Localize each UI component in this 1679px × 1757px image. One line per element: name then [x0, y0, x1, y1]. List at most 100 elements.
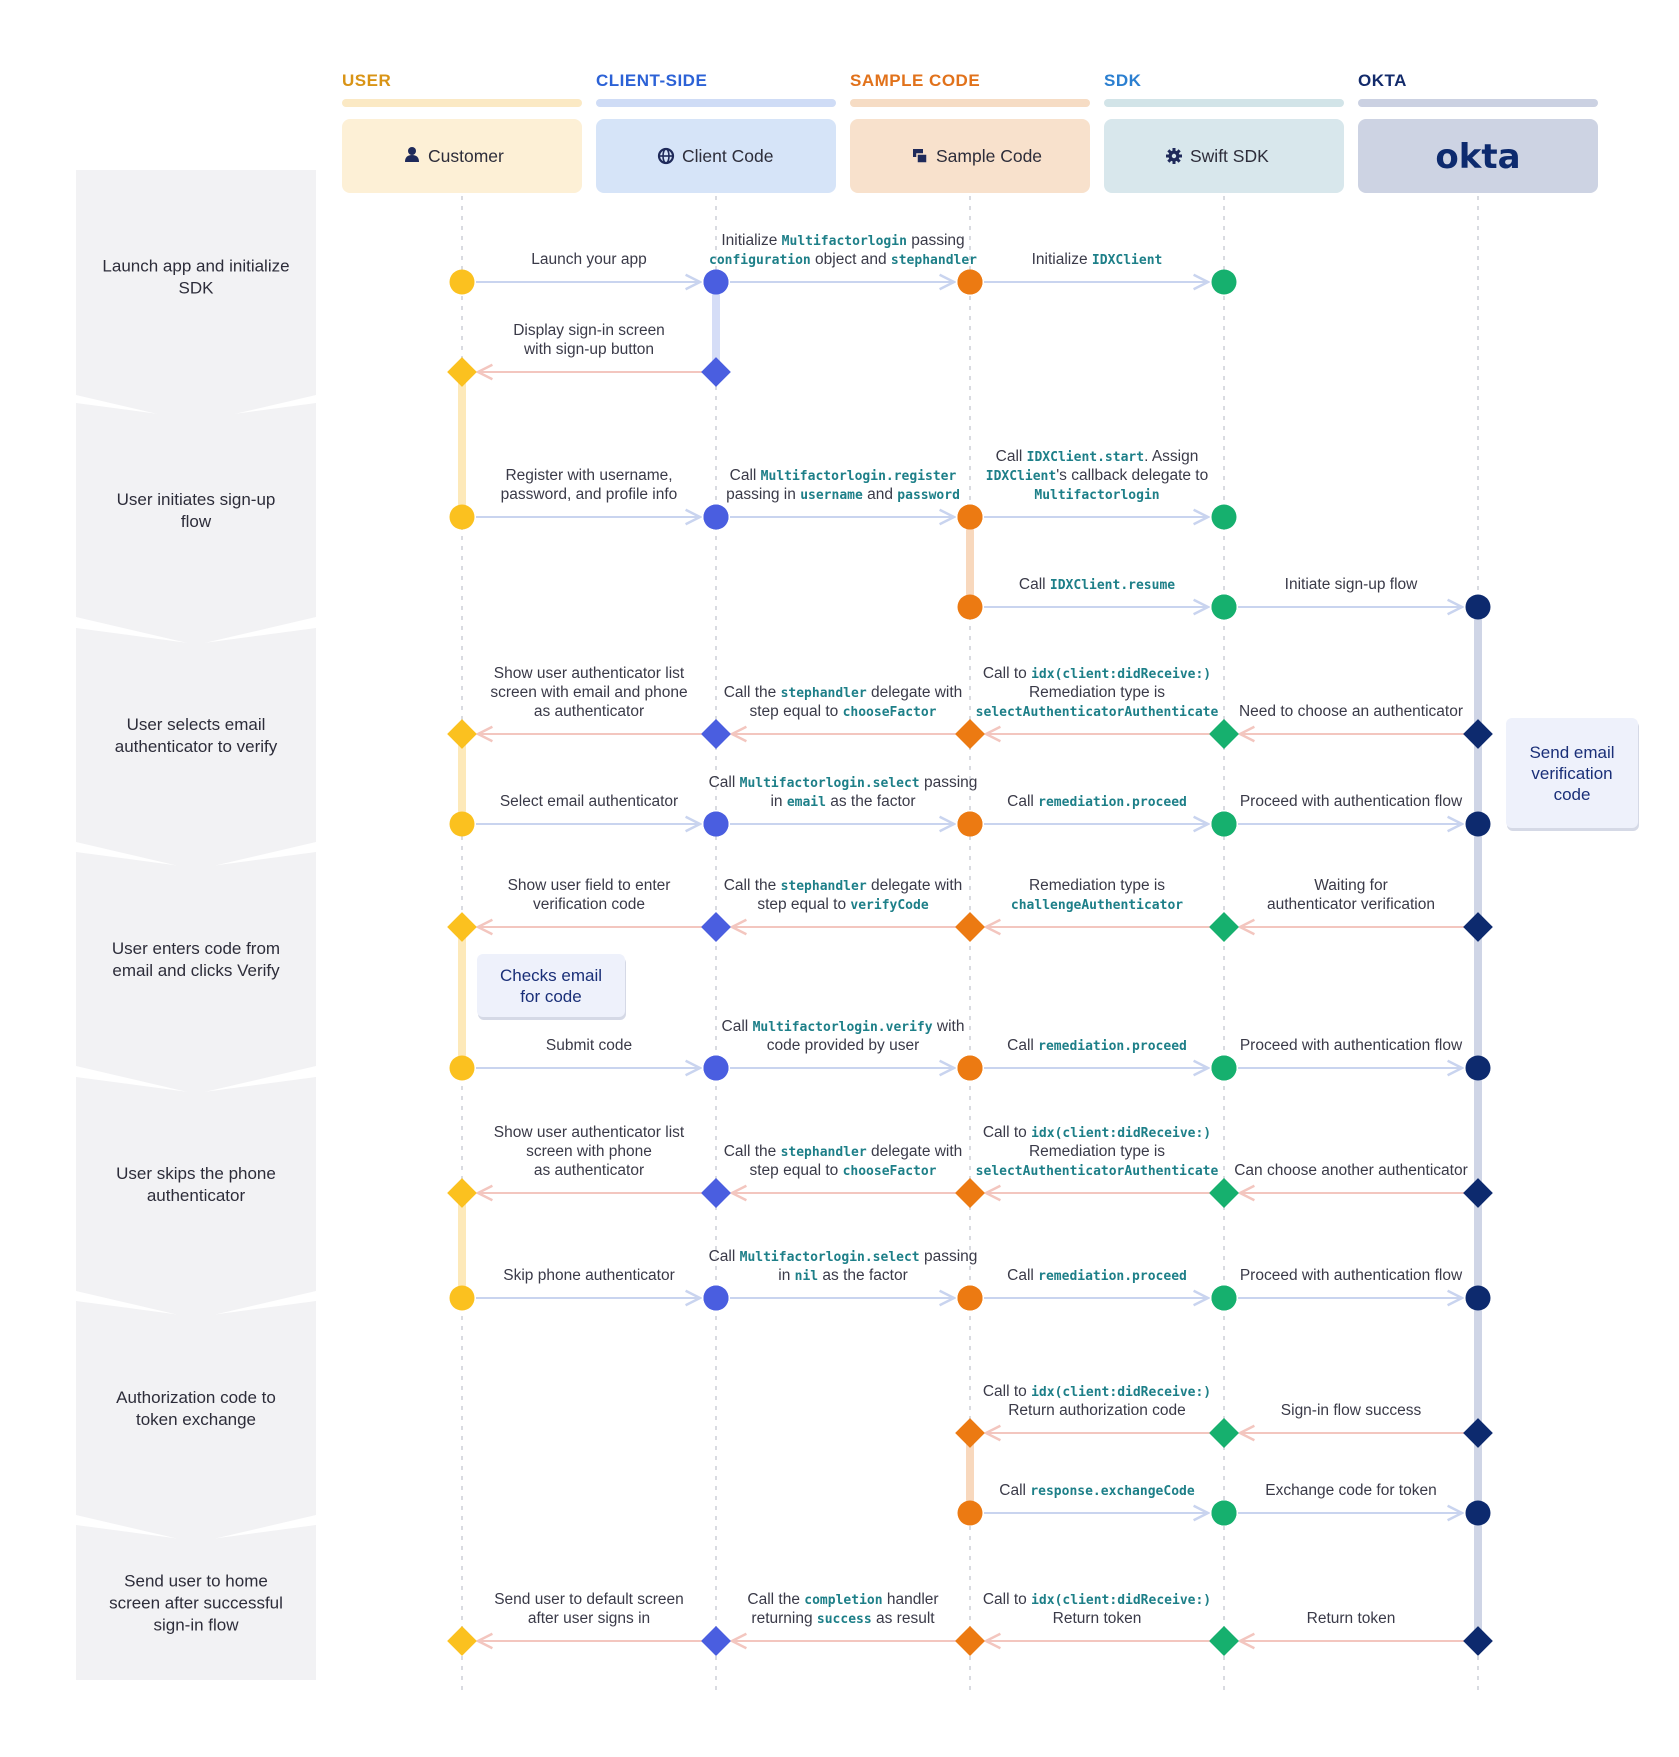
note-text: verification	[1531, 764, 1612, 783]
target-node	[447, 1626, 477, 1656]
message-label: selectAuthenticatorAuthenticate	[976, 1164, 1219, 1179]
lane-card	[342, 119, 582, 193]
target-node	[1211, 269, 1237, 295]
source-node	[449, 1285, 475, 1311]
source-node	[957, 269, 983, 295]
source-node	[449, 1055, 475, 1081]
gear-icon	[1166, 148, 1182, 164]
person-icon	[405, 147, 419, 162]
source-node	[1211, 1500, 1237, 1526]
source-node	[703, 1055, 729, 1081]
message-label: as authenticator	[534, 1162, 644, 1179]
source-node	[957, 1500, 983, 1526]
lane-card	[850, 119, 1090, 193]
message-38: Return token	[1209, 1610, 1493, 1656]
message-label: in nil as the factor	[778, 1267, 907, 1284]
message-label: code provided by user	[767, 1037, 920, 1054]
source-node	[1209, 1178, 1239, 1208]
source-node	[955, 1626, 985, 1656]
lane-header: OKTA	[1358, 71, 1407, 90]
message-label: Send user to default screen	[494, 1591, 684, 1608]
message-32: Call remediation.proceed	[957, 1267, 1237, 1311]
message-36: Call response.exchangeCode	[957, 1482, 1237, 1526]
phase-3: User selects email authenticator to verif…	[76, 628, 316, 870]
phase-label: SDK	[179, 279, 215, 298]
message-label: Register with username,	[505, 467, 672, 484]
message-label: Call remediation.proceed	[1007, 1267, 1187, 1284]
message-label: Waiting for	[1314, 877, 1388, 894]
source-node	[701, 1178, 731, 1208]
activation-bar	[458, 927, 466, 1068]
phase-chevron	[76, 170, 316, 423]
source-node	[1209, 719, 1239, 749]
phase-chevron	[76, 852, 316, 1094]
message-9: Initiate sign-up flow	[1211, 576, 1491, 620]
message-label: Call to idx(client:didReceive:)	[983, 665, 1211, 682]
target-node	[1465, 1055, 1491, 1081]
source-node	[957, 811, 983, 837]
phase-chevron	[76, 1077, 316, 1319]
source-node	[1463, 1626, 1493, 1656]
message-label: passing in username and password	[726, 486, 960, 503]
message-17: Proceed with authentication flow	[1211, 793, 1491, 837]
source-node	[1463, 1178, 1493, 1208]
target-node	[1465, 1500, 1491, 1526]
lane-accent-bar	[1358, 99, 1598, 107]
target-node	[447, 719, 477, 749]
message-label: as authenticator	[534, 703, 644, 720]
lane-accent-bar	[850, 99, 1090, 107]
message-27: Call to idx(client:didReceive:)Remediati…	[955, 1124, 1239, 1208]
message-label: authenticator verification	[1267, 896, 1435, 913]
source-node	[701, 1626, 731, 1656]
phase-chevron	[76, 628, 316, 870]
activation-bar	[458, 1193, 466, 1298]
lane-card	[596, 119, 836, 193]
message-label: screen with email and phone	[490, 684, 687, 701]
phase-label: sign-in flow	[153, 1616, 239, 1635]
message-label: Sign-in flow success	[1281, 1402, 1422, 1419]
source-node	[449, 504, 475, 530]
note-text: for code	[520, 987, 581, 1006]
message-26: Can choose another authenticator	[1209, 1162, 1493, 1208]
message-label: Show user authenticator list	[494, 665, 685, 682]
lane-accent-bar	[1104, 99, 1344, 107]
message-label: Remediation type is	[1029, 684, 1165, 701]
message-label: configuration object and stephandler	[709, 251, 977, 268]
message-1: Launch your app	[449, 251, 729, 295]
message-label: step equal to chooseFactor	[750, 1162, 937, 1179]
target-node	[1465, 594, 1491, 620]
source-node	[703, 504, 729, 530]
phase-label: authenticator to verify	[115, 737, 278, 756]
phase-label: User skips the phone	[116, 1164, 276, 1183]
message-label: Call Multifactorlogin.select passing	[709, 774, 978, 791]
phase-label: User selects email	[127, 715, 266, 734]
message-label: Return token	[1053, 1610, 1142, 1627]
okta-logo: okta	[1435, 137, 1520, 177]
lane-accent-bar	[342, 99, 582, 107]
lane-header: SDK	[1104, 71, 1142, 90]
source-node	[1211, 594, 1237, 620]
message-label: Call remediation.proceed	[1007, 1037, 1187, 1054]
source-node	[955, 719, 985, 749]
lane-header: SAMPLE CODE	[850, 71, 980, 90]
message-label: Display sign-in screen	[513, 322, 665, 339]
source-node	[955, 912, 985, 942]
message-label: Proceed with authentication flow	[1240, 1267, 1463, 1284]
message-label: Call Multifactorlogin.select passing	[709, 1248, 978, 1265]
phase-label: User enters code from	[112, 939, 280, 958]
message-label: Skip phone authenticator	[503, 1267, 674, 1284]
phase-label: Send user to home	[124, 1572, 268, 1591]
source-node	[1209, 1418, 1239, 1448]
message-label: Proceed with authentication flow	[1240, 793, 1463, 810]
message-22: Submit code	[449, 1037, 729, 1081]
